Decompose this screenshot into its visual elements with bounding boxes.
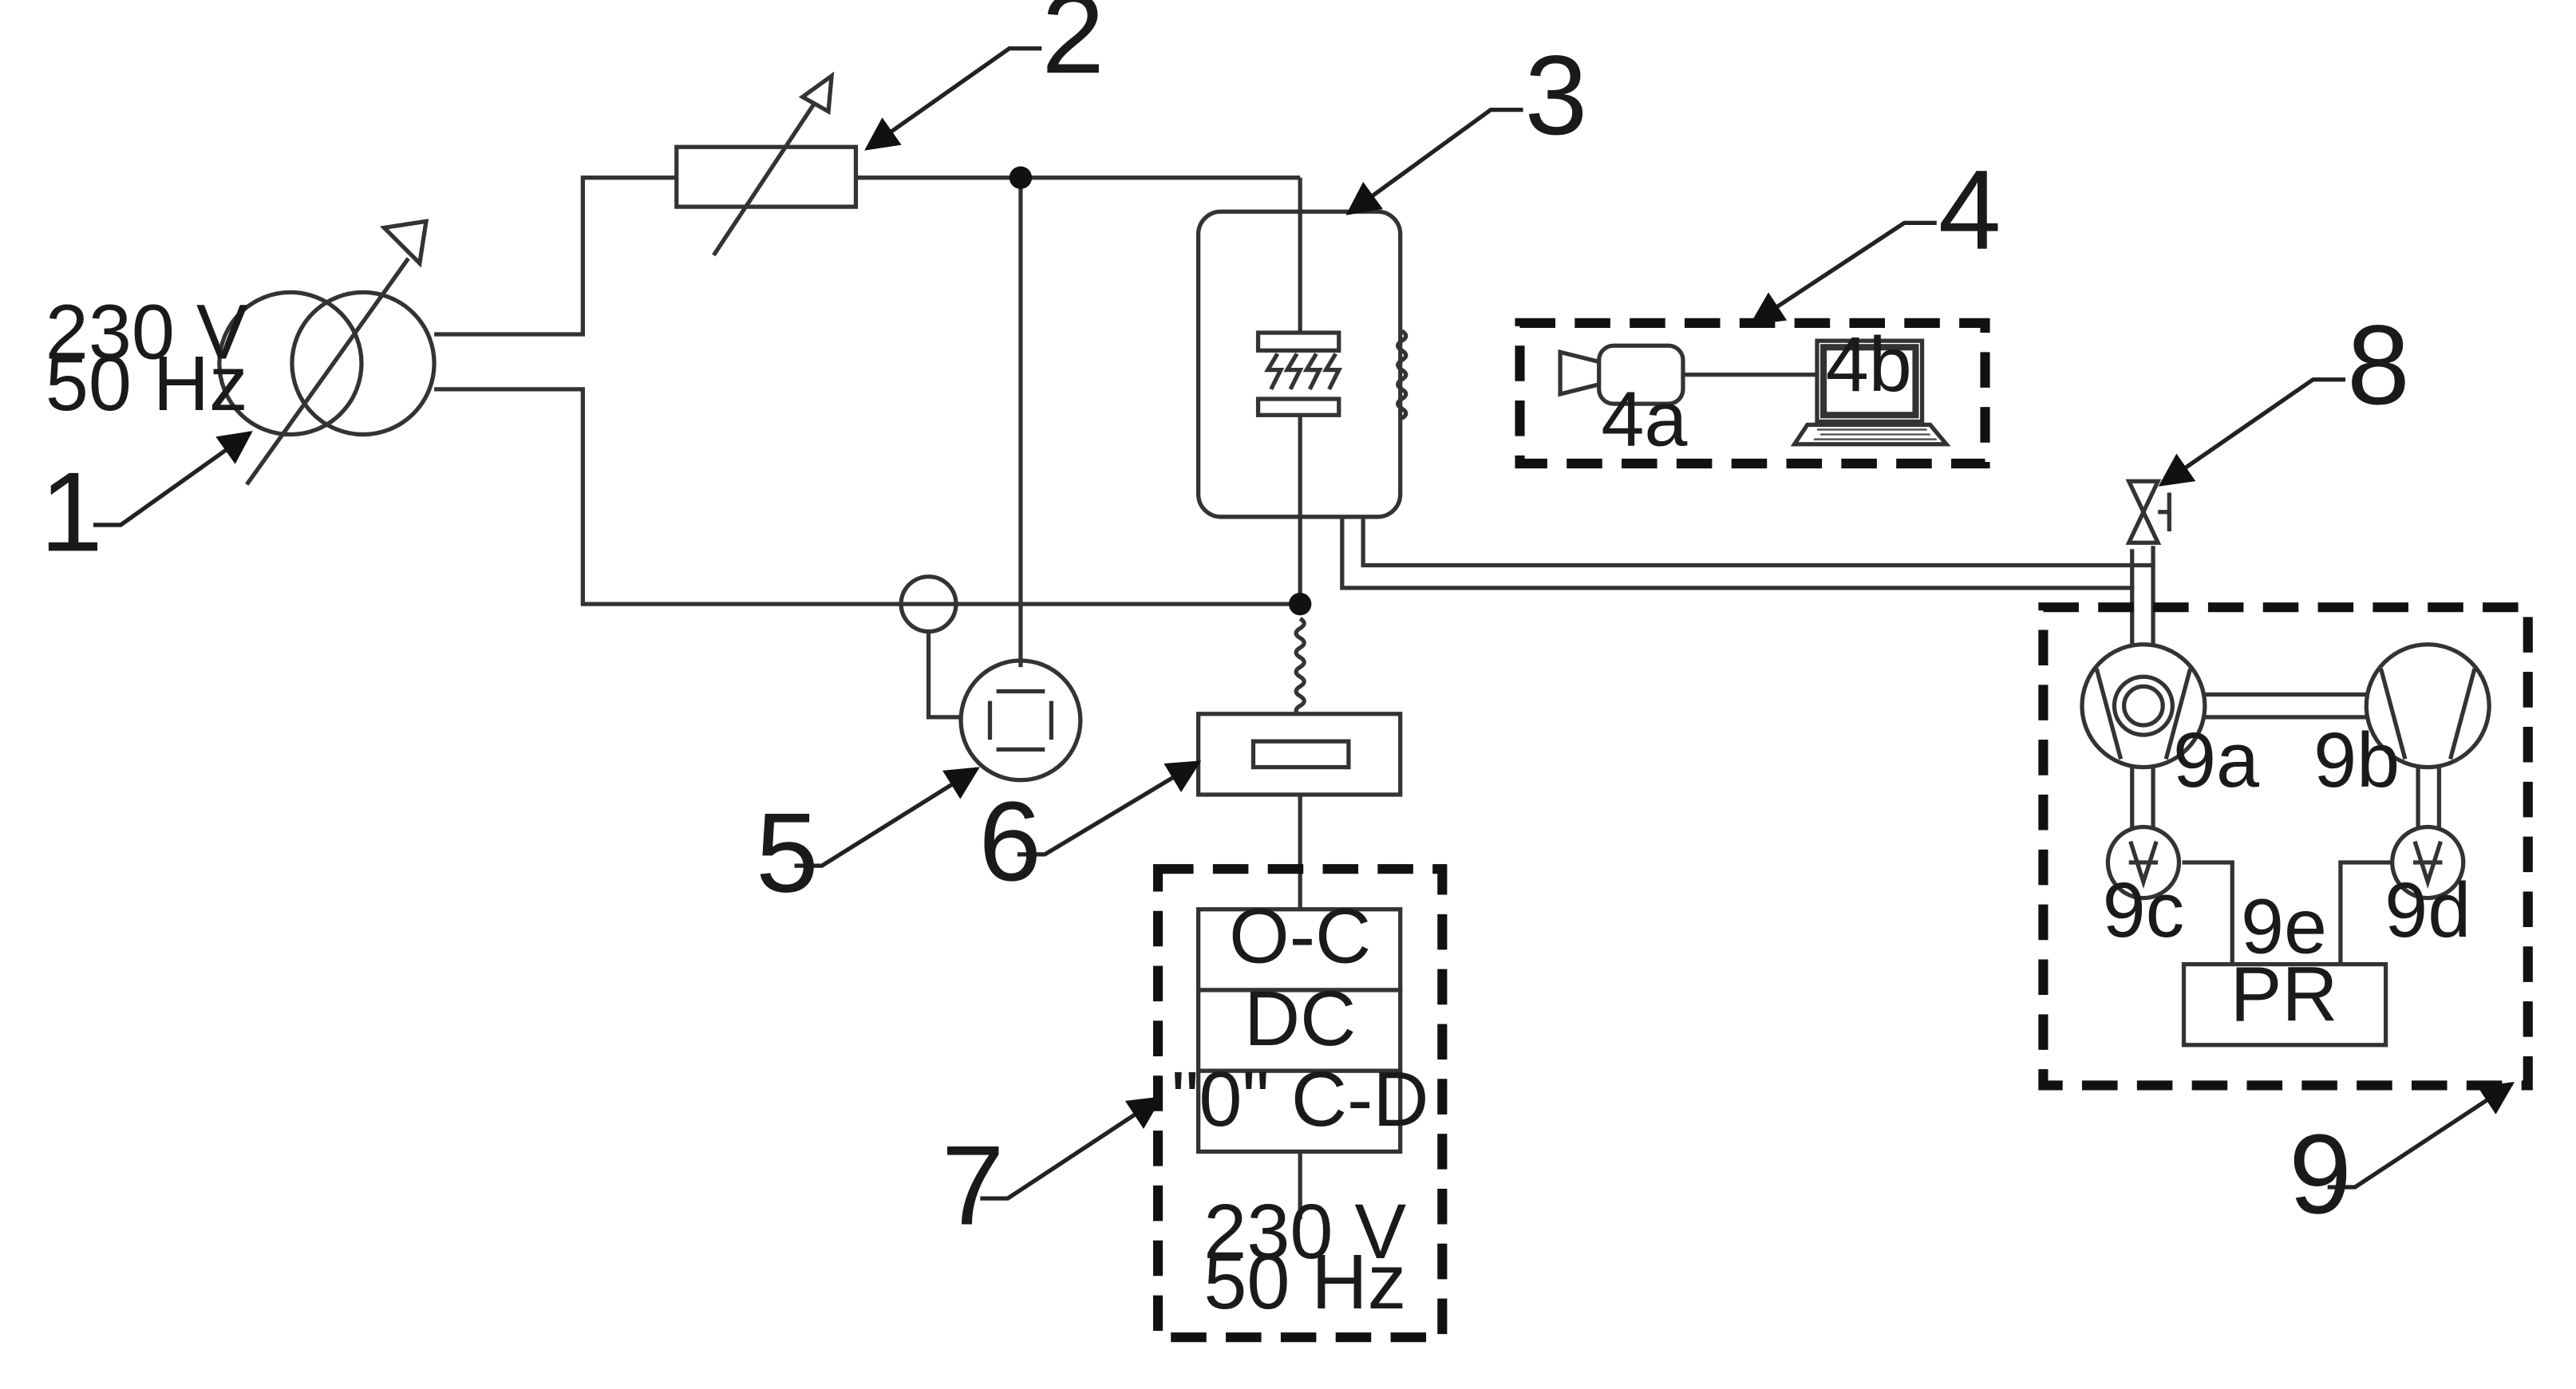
variable-resistor [674, 71, 859, 257]
svg-text:1: 1 [40, 449, 103, 575]
callout-8: 8 [2158, 302, 2410, 487]
resistor-unit [1196, 712, 1403, 797]
current-sensor-icon [899, 574, 958, 634]
turbo-pump-icon [2080, 642, 2207, 770]
vacuum-gauge-c-icon [2105, 824, 2182, 901]
svg-text:8: 8 [2347, 302, 2410, 428]
callout-2: 2 [864, 0, 1104, 151]
laptop-icon [1790, 338, 1951, 447]
junction-dot-bottom [1289, 592, 1312, 616]
gauge-d-label: 9d [2384, 866, 2471, 953]
pressure-reader-box [2181, 961, 2388, 1048]
rotary-pump-label: 9b [2313, 716, 2400, 803]
transformer-frequency-label: 50 Hz [45, 340, 248, 427]
callout-9: 9 [2289, 1082, 2515, 1237]
svg-text:6: 6 [978, 779, 1041, 905]
svg-text:3: 3 [1525, 33, 1588, 159]
callout-5: 5 [756, 767, 980, 916]
vacuum-gauge-d-icon [2390, 824, 2466, 901]
svg-text:4: 4 [1938, 148, 2001, 274]
callout-7: 7 [942, 1096, 1163, 1249]
discharge-chamber [1196, 209, 1409, 519]
turbo-pump-label: 9a [2173, 716, 2260, 803]
measuring-instrument [958, 658, 1083, 783]
vacuum-system-box [2038, 602, 2533, 1091]
controller-label: 9e [2241, 882, 2327, 969]
svg-text:5: 5 [756, 790, 819, 916]
gas-line [1340, 516, 2155, 671]
camera-label: 4a [1601, 376, 1688, 463]
junction-dot-top [1009, 166, 1033, 189]
callout-6: 6 [978, 760, 1202, 905]
supply-voltage-label: 230 V [1203, 1188, 1406, 1275]
main-circuit-wires [434, 176, 1302, 910]
oc-block-label: O-C [1229, 893, 1371, 980]
callout-1: 1 [40, 431, 253, 575]
svg-text:2: 2 [1041, 0, 1104, 97]
rotary-pump-icon [2364, 642, 2491, 770]
callout-3: 3 [1345, 33, 1588, 215]
variable-transformer [217, 219, 437, 486]
svg-text:7: 7 [942, 1123, 1005, 1249]
pressure-reader-label: PR [2230, 950, 2338, 1037]
valve [2125, 479, 2171, 545]
supply-frequency-label: 50 Hz [1203, 1238, 1406, 1325]
svg-text:9: 9 [2289, 1111, 2352, 1237]
dc-block-label: DC [1244, 975, 1356, 1062]
laptop-label: 4b [1826, 321, 1912, 408]
gauge-c-label: 9c [2103, 866, 2185, 953]
callout-4: 4 [1749, 148, 2001, 326]
cd-block-label: "0" C-D [1171, 1056, 1429, 1142]
power-supply-stack [1196, 907, 1403, 1154]
transformer-voltage-label: 230 V [45, 288, 248, 375]
vacuum-pipes [2130, 692, 2442, 965]
